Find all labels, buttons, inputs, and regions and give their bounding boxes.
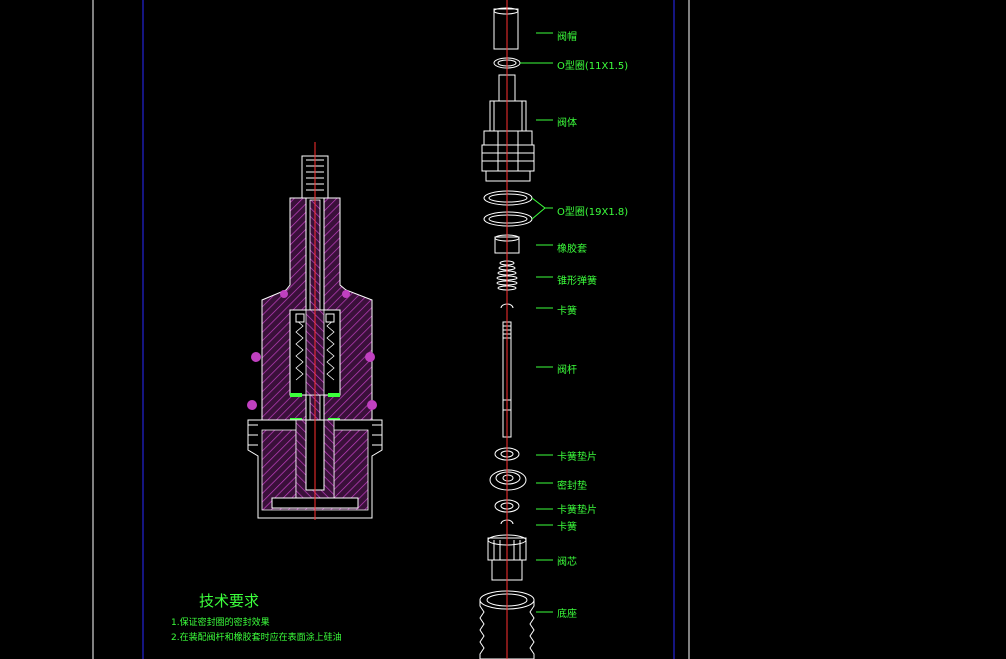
label-circlip-washer-bottom: 卡簧垫片 [557, 505, 597, 516]
valve-cap-shape [493, 7, 519, 50]
label-base: 底座 [557, 609, 577, 620]
label-rubber-sleeve: 橡胶套 [557, 244, 587, 255]
label-valve-stem: 阀杆 [557, 365, 577, 376]
label-circlip-top: 卡簧 [557, 306, 577, 317]
seal-washer-shape [489, 469, 527, 491]
leader-lines [520, 32, 553, 613]
label-o-ring-small: O型圈(11X1.5) [557, 61, 629, 72]
label-o-ring-large: O型圈(19X1.8) [557, 207, 629, 218]
label-circlip-washer-top: 卡簧垫片 [557, 452, 597, 463]
o-ring-large-shape-1 [483, 190, 533, 206]
valve-body-shape [481, 74, 535, 182]
label-valve-body: 阀体 [557, 118, 577, 129]
label-conical-spring: 锥形弹簧 [557, 276, 597, 287]
notes-line-1: 1.保证密封圈的密封效果 [171, 618, 270, 628]
drawing-frame [92, 0, 690, 659]
exploded-view [479, 0, 535, 659]
o-ring-large-shape-2 [483, 211, 533, 227]
label-circlip-bottom: 卡簧 [557, 522, 577, 533]
label-valve-core: 阀芯 [557, 557, 577, 568]
section-view [247, 142, 383, 520]
label-valve-cap: 阀帽 [557, 32, 577, 43]
label-seal-washer: 密封垫 [557, 481, 587, 492]
notes-line-2: 2.在装配阀杆和橡胶套时应在表面涂上硅油 [171, 633, 342, 643]
notes-title: 技术要求 [199, 592, 260, 610]
